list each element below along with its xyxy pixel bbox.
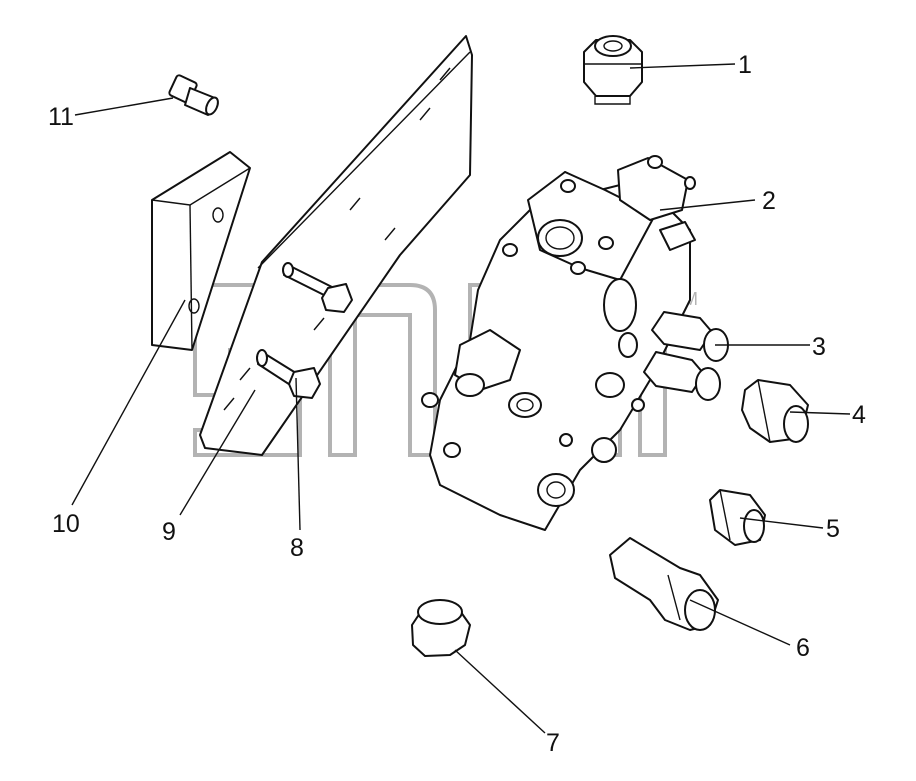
leader-5 [739, 517, 824, 529]
leader-10 [71, 299, 186, 506]
callout-5: 5 [826, 515, 840, 543]
part-7-plug [411, 599, 471, 657]
part-2-valve-block [421, 155, 696, 531]
callout-7: 7 [546, 729, 560, 757]
leader-4 [789, 411, 851, 415]
part-5-adapter [709, 489, 766, 546]
callout-4: 4 [852, 401, 866, 429]
callout-6: 6 [796, 634, 810, 662]
leader-9 [179, 389, 256, 516]
callout-3: 3 [812, 333, 826, 361]
part-6-coupling [609, 537, 719, 631]
callout-labels: 1 2 3 4 5 6 7 8 9 10 11 [48, 51, 866, 757]
callout-8: 8 [290, 534, 304, 562]
part-1-fitting [583, 35, 643, 105]
part-8-bolts [256, 262, 353, 399]
leader-1 [629, 63, 736, 69]
leader-lines [71, 63, 851, 734]
leader-11 [74, 97, 174, 116]
part-9-mounting-plate [199, 35, 473, 456]
leader-2 [659, 199, 756, 211]
part-10-spacer-block [151, 151, 251, 351]
callout-2: 2 [762, 187, 776, 215]
callout-11: 11 [48, 103, 74, 131]
part-4-plug [741, 379, 809, 443]
part-3-fittings [643, 311, 729, 401]
callout-1: 1 [738, 51, 752, 79]
leader-6 [689, 599, 791, 646]
callout-10: 10 [52, 510, 80, 538]
part-11-bolt [168, 74, 219, 116]
leader-8 [295, 377, 301, 531]
leader-7 [454, 649, 546, 734]
callout-9: 9 [162, 518, 176, 546]
